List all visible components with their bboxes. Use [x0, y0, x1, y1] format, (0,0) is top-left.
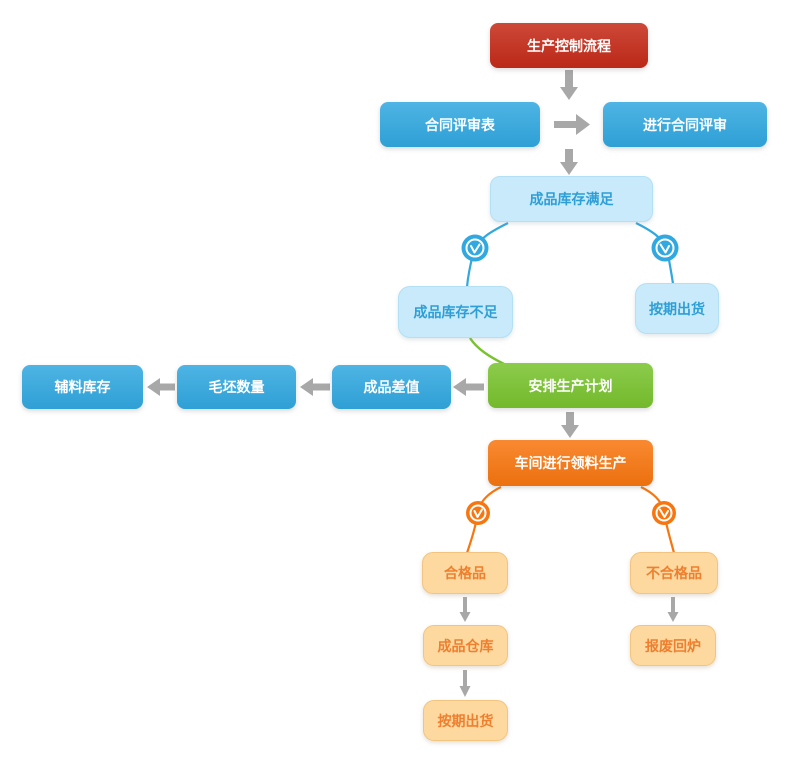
node-finished-goods-warehouse: 成品仓库 — [423, 625, 508, 666]
node-auxiliary-stock: 辅料库存 — [22, 365, 143, 409]
arrow-left-plan-to-diff — [453, 378, 484, 396]
node-conduct-contract-review: 进行合同评审 — [603, 102, 767, 147]
arrow-down-root — [560, 70, 578, 100]
connector-stocklow-plan — [468, 337, 505, 366]
node-unqualified-product: 不合格品 — [630, 552, 718, 594]
node-finished-stock-insufficient: 成品库存不足 — [398, 286, 513, 338]
node-label: 生产控制流程 — [527, 37, 611, 54]
node-ship-on-schedule-top: 按期出货 — [635, 283, 719, 334]
node-blank-quantity: 毛坯数量 — [177, 365, 296, 409]
node-label: 安排生产计划 — [528, 377, 613, 394]
node-ship-on-schedule-bottom: 按期出货 — [423, 700, 508, 741]
node-workshop-material-production: 车间进行领料生产 — [488, 440, 653, 486]
clock-icon — [652, 501, 676, 525]
node-label: 成品库存不足 — [413, 304, 498, 320]
node-scrap-remelt: 报废回炉 — [630, 625, 716, 666]
node-label: 成品库存满足 — [529, 191, 614, 207]
arrow-right-contract — [554, 114, 590, 135]
node-label: 不合格品 — [646, 565, 702, 581]
node-finished-product-difference: 成品差值 — [332, 365, 451, 409]
node-label: 毛坯数量 — [208, 379, 265, 395]
node-label: 按期出货 — [437, 712, 494, 729]
node-arrange-production-plan: 安排生产计划 — [488, 363, 653, 408]
node-label: 成品仓库 — [437, 637, 494, 654]
arrow-left-diff-to-blank — [300, 378, 330, 396]
node-label: 车间进行领料生产 — [514, 455, 627, 471]
node-label: 按期出货 — [649, 300, 705, 317]
clock-icon — [466, 501, 490, 525]
node-label: 成品差值 — [363, 379, 420, 395]
node-finished-stock-sufficient: 成品库存满足 — [490, 176, 653, 222]
arrow-down-stock-ok — [560, 149, 578, 175]
arrow-down-unqualified-scrap — [667, 597, 679, 622]
arrow-down-warehouse-ship — [459, 670, 471, 697]
node-label: 合格品 — [444, 565, 486, 581]
arrow-down-qualified-warehouse — [459, 597, 471, 622]
arrow-down-workshop — [561, 412, 579, 438]
node-label: 辅料库存 — [54, 379, 111, 395]
clock-icon — [651, 234, 679, 262]
arrow-left-blank-to-aux — [147, 378, 175, 396]
node-qualified-product: 合格品 — [422, 552, 508, 594]
node-production-control-process: 生产控制流程 — [490, 23, 648, 68]
node-label: 进行合同评审 — [643, 116, 727, 133]
node-contract-review-form: 合同评审表 — [380, 102, 540, 147]
clock-icon — [461, 234, 489, 262]
node-label: 合同评审表 — [425, 116, 495, 133]
node-label: 报废回炉 — [645, 637, 701, 654]
